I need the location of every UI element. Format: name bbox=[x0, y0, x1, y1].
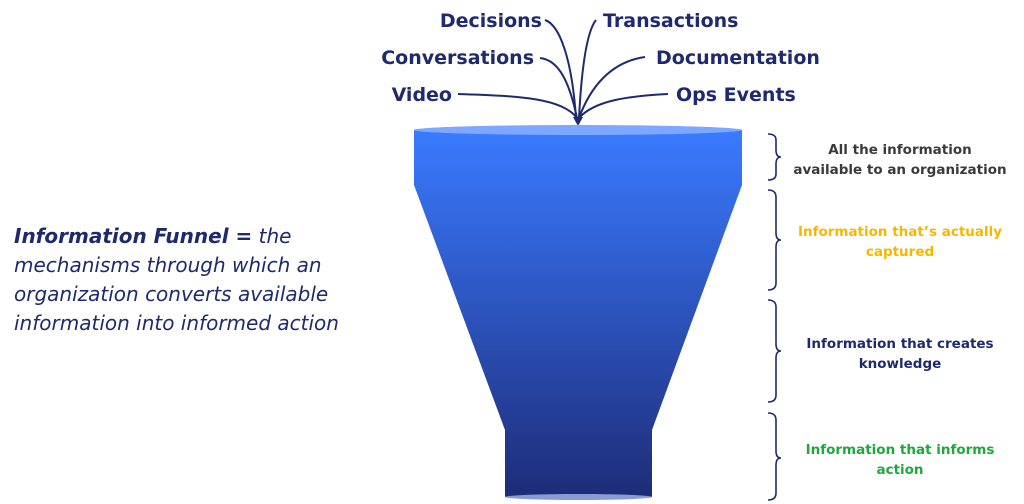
source-label-conversations: Conversations bbox=[381, 47, 534, 69]
funnel-definition: Information Funnel = the mechanisms thro… bbox=[14, 222, 394, 338]
connector-line-decisions bbox=[544, 19, 577, 119]
connector-line-conversations bbox=[539, 57, 578, 119]
stage-4-line-2: action bbox=[876, 462, 924, 478]
definition-term: Information Funnel = bbox=[14, 224, 253, 248]
connector-line-documentation bbox=[578, 56, 646, 119]
stage-4-line-1: Information that informs bbox=[805, 442, 995, 458]
stage-1-line-2: available to an organization bbox=[793, 162, 1007, 178]
connector-line-video bbox=[457, 93, 578, 119]
funnel-bottom-rim bbox=[505, 494, 652, 500]
stage-2-line-1: Information that’s actually bbox=[797, 224, 1003, 240]
source-label-video: Video bbox=[391, 84, 452, 106]
source-label-transactions: Transactions bbox=[603, 10, 739, 32]
stage-label-captured: Information that’s actually captured bbox=[784, 222, 1016, 262]
stage-3-line-2: knowledge bbox=[858, 356, 942, 372]
connector-line-ops-events bbox=[578, 93, 669, 119]
stage-label-available: All the information available to an orga… bbox=[784, 140, 1016, 180]
connector-line-transactions bbox=[578, 19, 597, 119]
source-label-documentation: Documentation bbox=[656, 47, 820, 69]
stage-2-line-2: captured bbox=[865, 244, 935, 260]
funnel-top-rim bbox=[414, 125, 742, 135]
stage-3-line-1: Information that creates bbox=[806, 336, 994, 352]
source-label-ops-events: Ops Events bbox=[676, 84, 796, 106]
definition-text: the mechanisms through which an organiza… bbox=[14, 224, 339, 335]
bracket-stage-3 bbox=[767, 299, 782, 403]
stage-1-line-1: All the information bbox=[828, 142, 972, 158]
connector-arrowhead bbox=[573, 117, 583, 126]
funnel-body bbox=[414, 130, 742, 497]
bracket-stage-1 bbox=[767, 133, 782, 181]
stage-label-knowledge: Information that creates knowledge bbox=[784, 334, 1016, 374]
stage-label-action: Information that informs action bbox=[784, 440, 1016, 480]
source-label-decisions: Decisions bbox=[439, 10, 542, 32]
bracket-stage-4 bbox=[767, 412, 782, 501]
bracket-stage-2 bbox=[767, 189, 782, 291]
